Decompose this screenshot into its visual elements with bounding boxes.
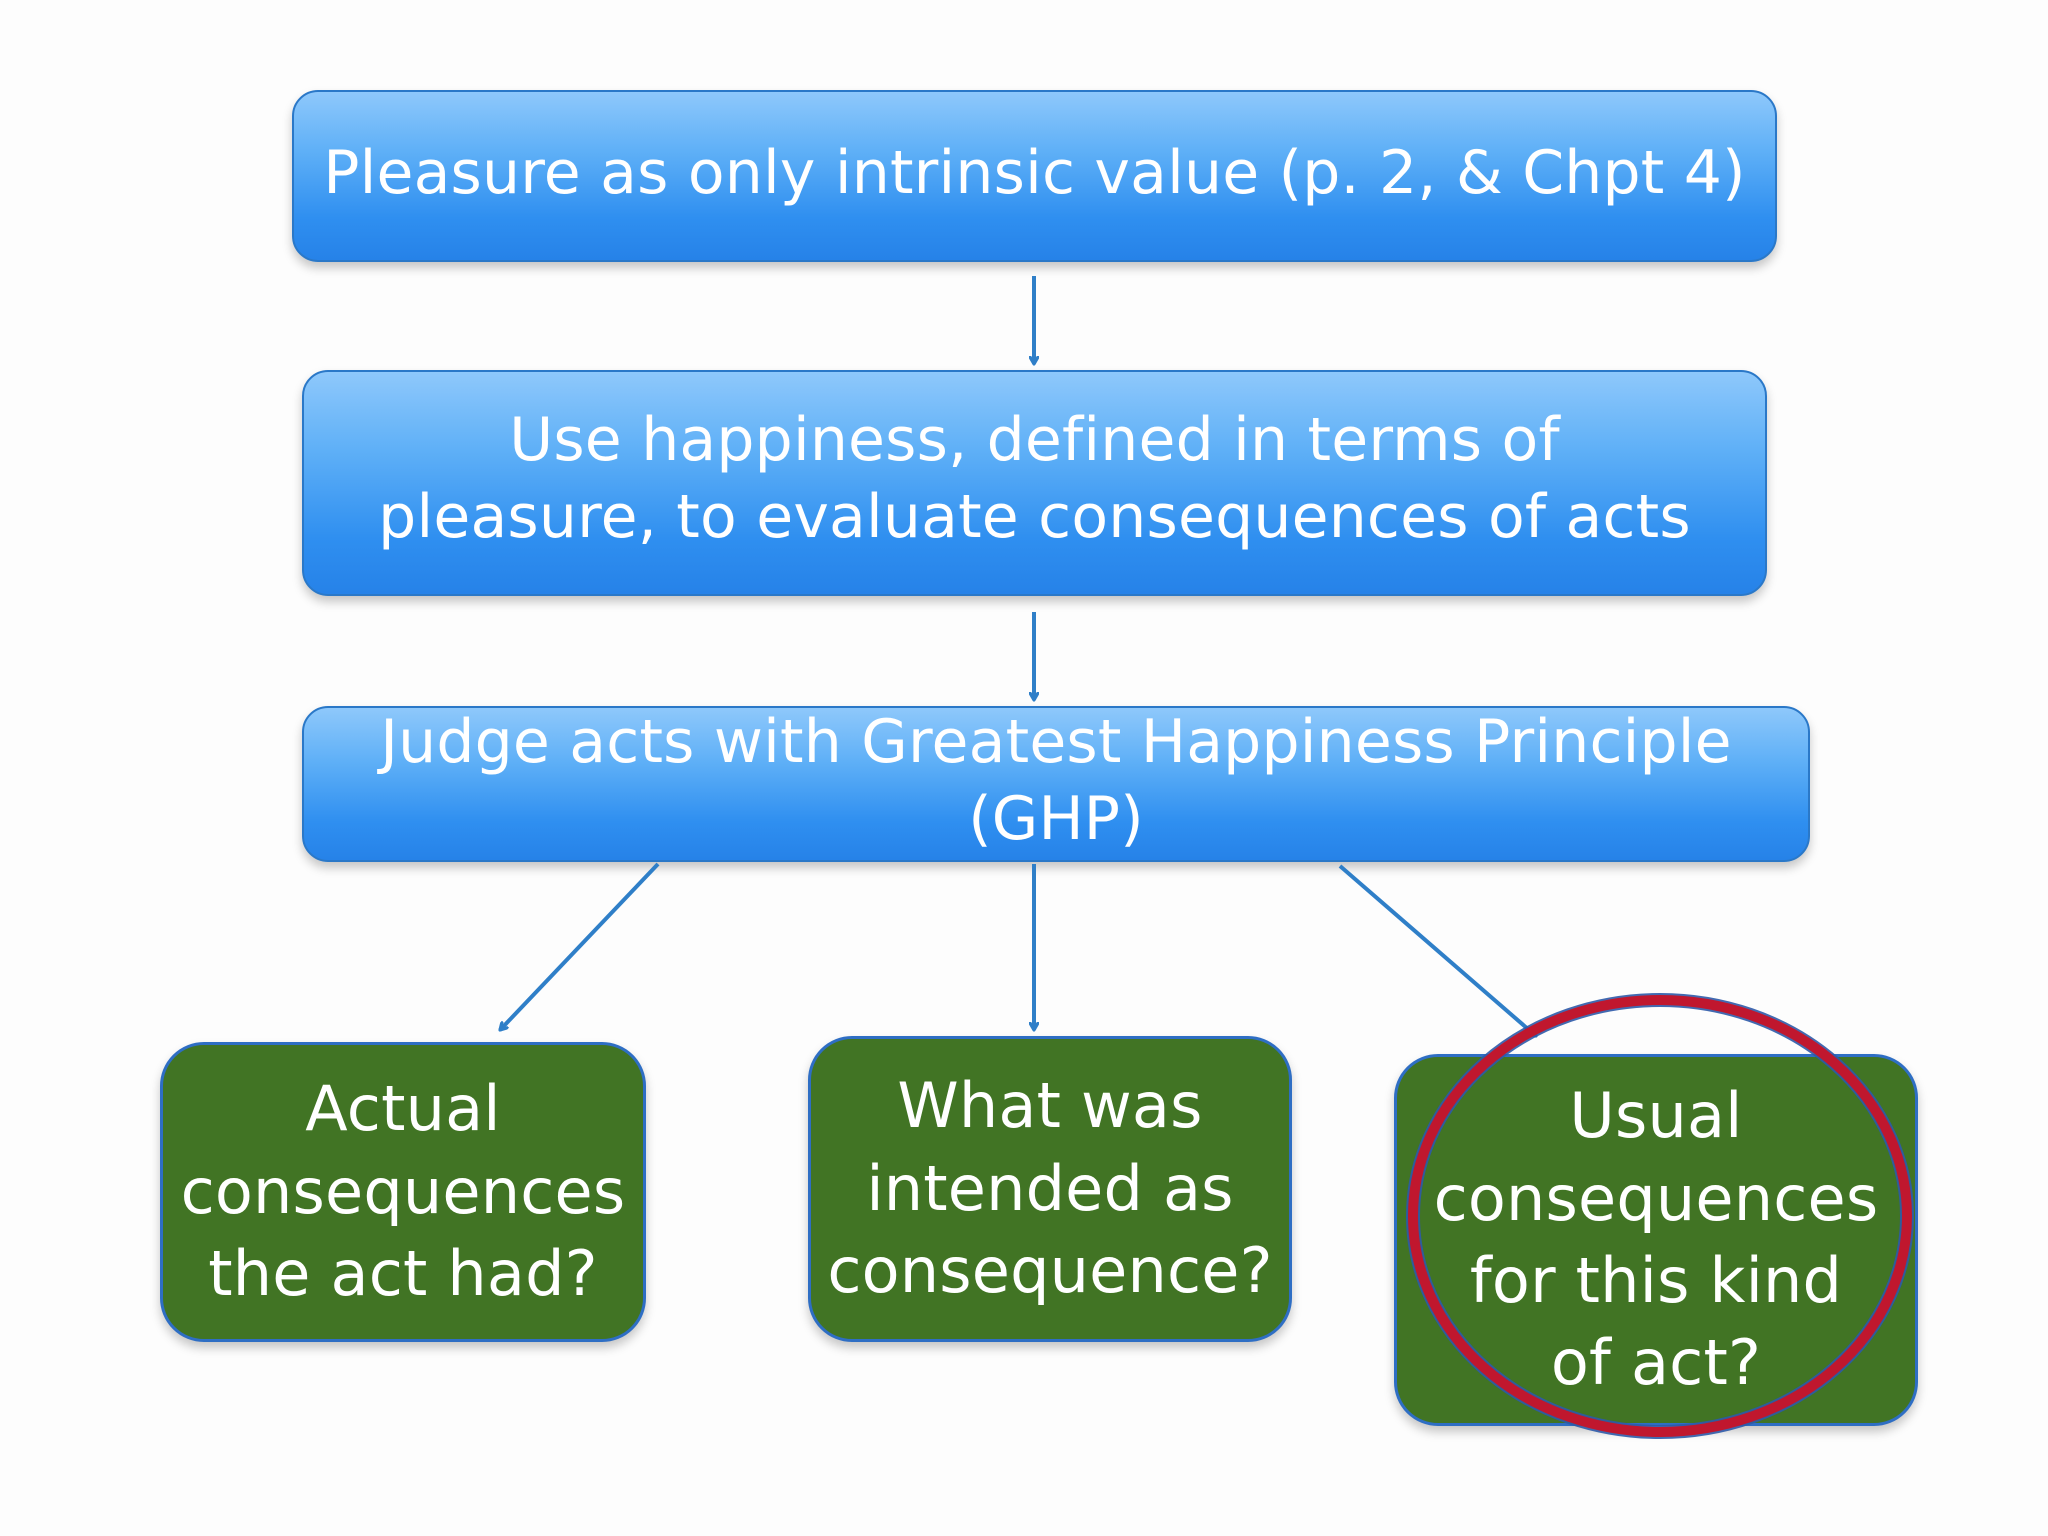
node-label: Use happiness, defined in terms of pleas… <box>378 405 1691 552</box>
node-label: What was intended as consequence? <box>827 1069 1273 1308</box>
node-label: Actual consequences the act had? <box>180 1072 626 1311</box>
node-actual-consequences: Actual consequences the act had? <box>160 1042 646 1342</box>
node-intended-consequence: What was intended as consequence? <box>808 1036 1292 1342</box>
node-usual-consequences: Usual consequences for this kind of act? <box>1394 1054 1918 1426</box>
arrow-third-to-left <box>500 862 660 1030</box>
node-pleasure-intrinsic-value: Pleasure as only intrinsic value (p. 2, … <box>292 90 1777 262</box>
node-label: Judge acts with Greatest Happiness Princ… <box>380 707 1732 854</box>
node-use-happiness: Use happiness, defined in terms of pleas… <box>302 370 1767 596</box>
node-judge-acts-ghp: Judge acts with Greatest Happiness Princ… <box>302 706 1810 862</box>
node-label: Pleasure as only intrinsic value (p. 2, … <box>323 137 1746 208</box>
node-label: Usual consequences for this kind of act? <box>1433 1079 1879 1400</box>
arrow-third-to-right <box>1338 864 1536 1036</box>
